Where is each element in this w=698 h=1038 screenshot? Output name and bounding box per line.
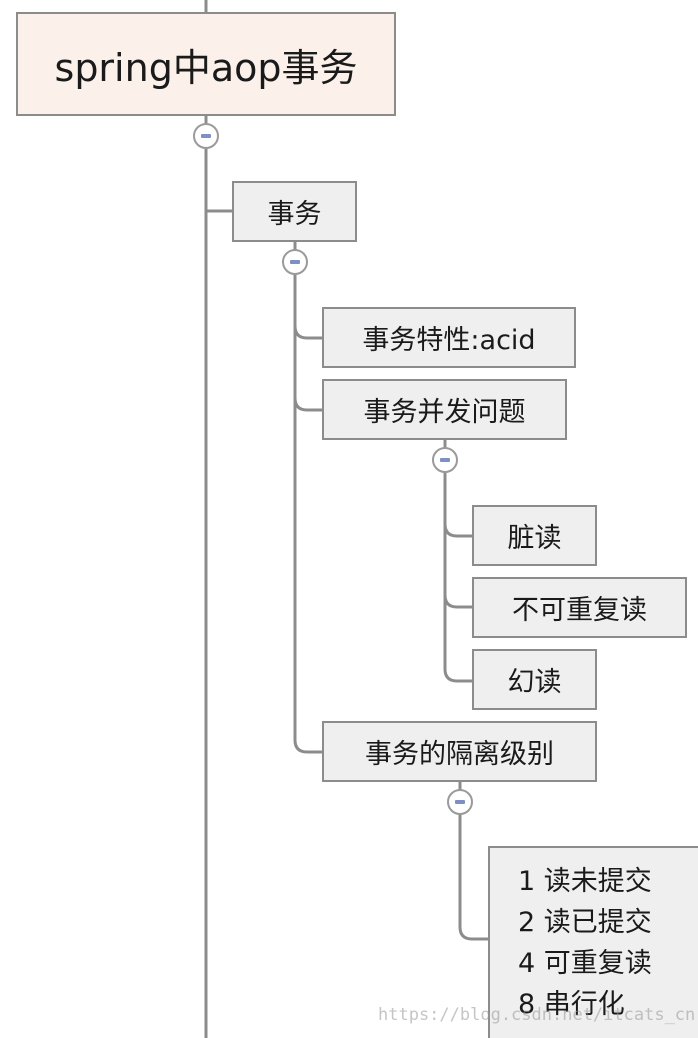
node-nonrepeatable-read-label: 不可重复读	[512, 595, 647, 626]
node-nonrepeatable-read[interactable]: 不可重复读	[472, 577, 687, 638]
root-node[interactable]: spring中aop事务	[16, 12, 396, 116]
node-isolation-levels[interactable]: 1 读未提交 2 读已提交 4 可重复读 8 串行化	[488, 846, 698, 1038]
root-node-label: spring中aop事务	[54, 45, 358, 90]
node-dirty-read[interactable]: 脏读	[472, 505, 597, 566]
isolation-level-item: 8 串行化	[518, 989, 625, 1020]
watermark-text: https://blog.csdn.net/itcats_cn	[378, 1005, 696, 1025]
isolation-level-item: 4 可重复读	[518, 948, 652, 979]
node-phantom-read[interactable]: 幻读	[472, 649, 597, 710]
isolation-level-item: 1 读未提交	[518, 866, 652, 897]
node-isolation-label: 事务的隔离级别	[365, 739, 554, 770]
node-concurrency[interactable]: 事务并发问题	[322, 379, 567, 440]
transaction-collapse-icon[interactable]	[282, 249, 308, 275]
connector-acid	[293, 324, 324, 340]
connector-dirty-read	[443, 522, 474, 538]
isolation-level-item: 2 读已提交	[518, 907, 652, 938]
root-collapse-icon[interactable]	[193, 123, 219, 149]
node-transaction[interactable]: 事务	[232, 181, 357, 242]
node-acid-label: 事务特性:acid	[362, 325, 536, 356]
isolation-collapse-icon[interactable]	[447, 789, 473, 815]
node-dirty-read-label: 脏读	[507, 523, 562, 554]
concurrency-collapse-icon[interactable]	[432, 447, 458, 473]
connector-isolation-children	[458, 780, 490, 941]
connector-concurrency	[293, 396, 324, 412]
connector-transaction-children	[293, 240, 324, 754]
node-isolation[interactable]: 事务的隔离级别	[322, 721, 597, 782]
connector-concurrency-children	[443, 438, 474, 683]
connector-nonrepeatable	[443, 593, 474, 609]
node-transaction-label: 事务	[267, 199, 322, 230]
node-concurrency-label: 事务并发问题	[363, 397, 526, 428]
node-acid[interactable]: 事务特性:acid	[322, 307, 576, 368]
node-phantom-read-label: 幻读	[507, 667, 562, 698]
